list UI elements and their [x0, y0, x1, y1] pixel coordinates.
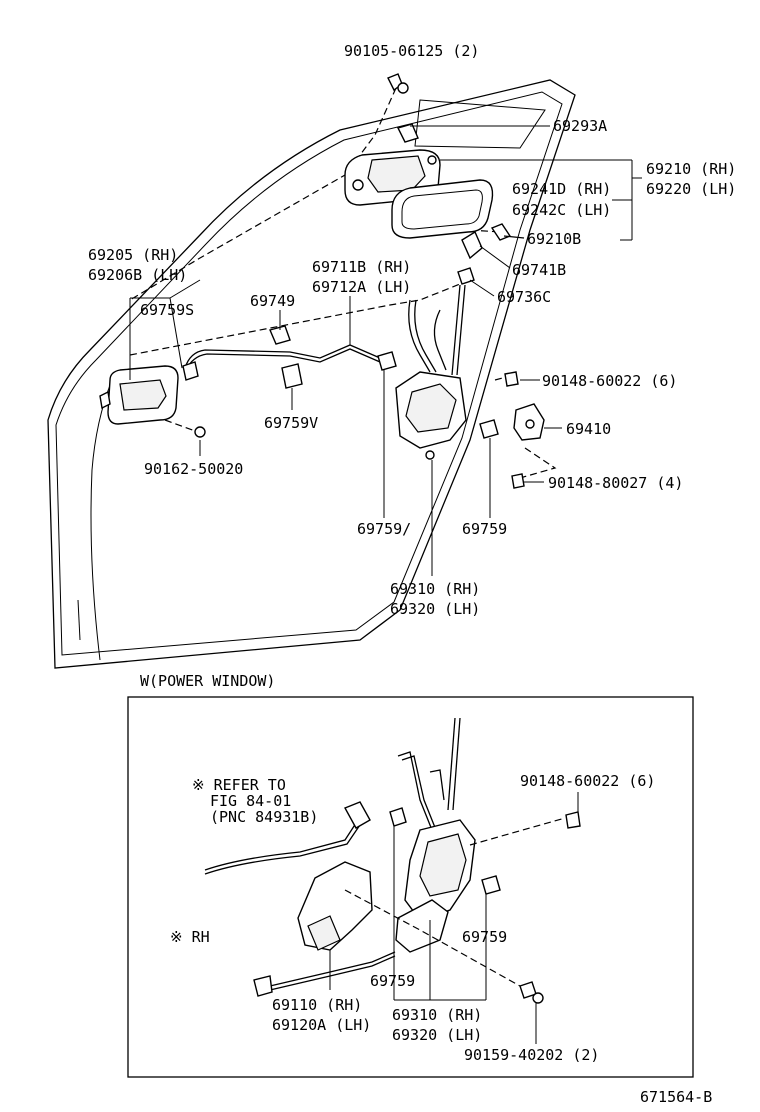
pw-lock-assembly: [389, 717, 476, 953]
pw-cable: [204, 801, 371, 875]
label-cover-lh: 69242C (LH): [512, 201, 612, 219]
label-handle-screw: 69210B: [527, 230, 582, 248]
label-inside-handle-rh: 69205 (RH): [88, 246, 179, 264]
label-clip-mid-right: 69759: [462, 520, 508, 538]
label-outside-handle-lh: 69220 (LH): [646, 180, 737, 198]
label-pw-clip-left: 69759: [370, 972, 416, 990]
label-69741B: 69741B: [512, 261, 567, 279]
pw-leader-lines: [329, 792, 579, 1044]
label-clip-mid-left: 69759/: [357, 520, 412, 538]
leader-lines: [129, 125, 642, 576]
label-clip-69749: 69749: [250, 292, 296, 310]
label-handle-bracket: 69293A: [553, 117, 608, 135]
label-bolt-top: 90105-06125 (2): [344, 42, 480, 60]
power-window-box: [127, 696, 694, 1078]
screw-lock: [504, 371, 519, 387]
label-rod-clip-left: 69759S: [140, 301, 195, 319]
label-refer-1: ※ REFER TO: [192, 776, 286, 794]
door-outline: [47, 79, 576, 669]
handle-screw: [490, 223, 525, 241]
figure-number: 671564-B: [640, 1088, 713, 1106]
screw-inside: [194, 426, 206, 438]
label-refer-2: FIG 84-01: [210, 792, 292, 810]
door-lock-upper: [377, 284, 467, 460]
label-cover-rh: 69241D (RH): [512, 180, 612, 198]
pw-guide-lines: [344, 817, 566, 987]
label-screw-striker: 90148-80027 (4): [548, 474, 684, 492]
label-rod-rh: 69711B (RH): [312, 258, 412, 276]
label-refer-3: (PNC 84931B): [210, 808, 319, 826]
pw-clip: [481, 875, 501, 895]
part-69741B: [461, 230, 483, 260]
label-rh-note: ※ RH: [170, 928, 210, 946]
clip-69759V: [281, 363, 303, 389]
label-rod-lh: 69712A (LH): [312, 278, 412, 296]
pw-actuator: [253, 861, 396, 997]
label-clip-69759V: 69759V: [264, 414, 319, 432]
label-pw-bolt: 90159-40202 (2): [464, 1046, 600, 1064]
screw-striker: [511, 473, 525, 489]
power-window-title: W(POWER WINDOW): [140, 672, 276, 690]
label-actuator-lh: 69120A (LH): [272, 1016, 372, 1034]
striker: [513, 403, 545, 441]
label-screw-inside: 90162-50020: [144, 460, 244, 478]
label-lock-lh: 69320 (LH): [390, 600, 481, 618]
rod: [182, 344, 381, 381]
label-screw-lock: 90148-60022 (6): [542, 372, 678, 390]
label-pw-lock-rh: 69310 (RH): [392, 1006, 483, 1024]
clip-69759: [479, 419, 499, 439]
label-pw-screw: 90148-60022 (6): [520, 772, 656, 790]
label-pw-lock-lh: 69320 (LH): [392, 1026, 483, 1044]
pw-screw: [565, 811, 581, 829]
label-striker: 69410: [566, 420, 612, 438]
label-inside-handle-lh: 69206B (LH): [88, 266, 188, 284]
label-actuator-rh: 69110 (RH): [272, 996, 363, 1014]
label-outside-handle-rh: 69210 (RH): [646, 160, 737, 178]
label-pw-clip-right: 69759: [462, 928, 508, 946]
pw-bolt: [519, 981, 544, 1004]
handle-cover: [391, 179, 494, 239]
label-lock-rh: 69310 (RH): [390, 580, 481, 598]
bolt-top: [387, 73, 409, 94]
inside-handle: [99, 365, 179, 425]
label-69736C: 69736C: [497, 288, 552, 306]
